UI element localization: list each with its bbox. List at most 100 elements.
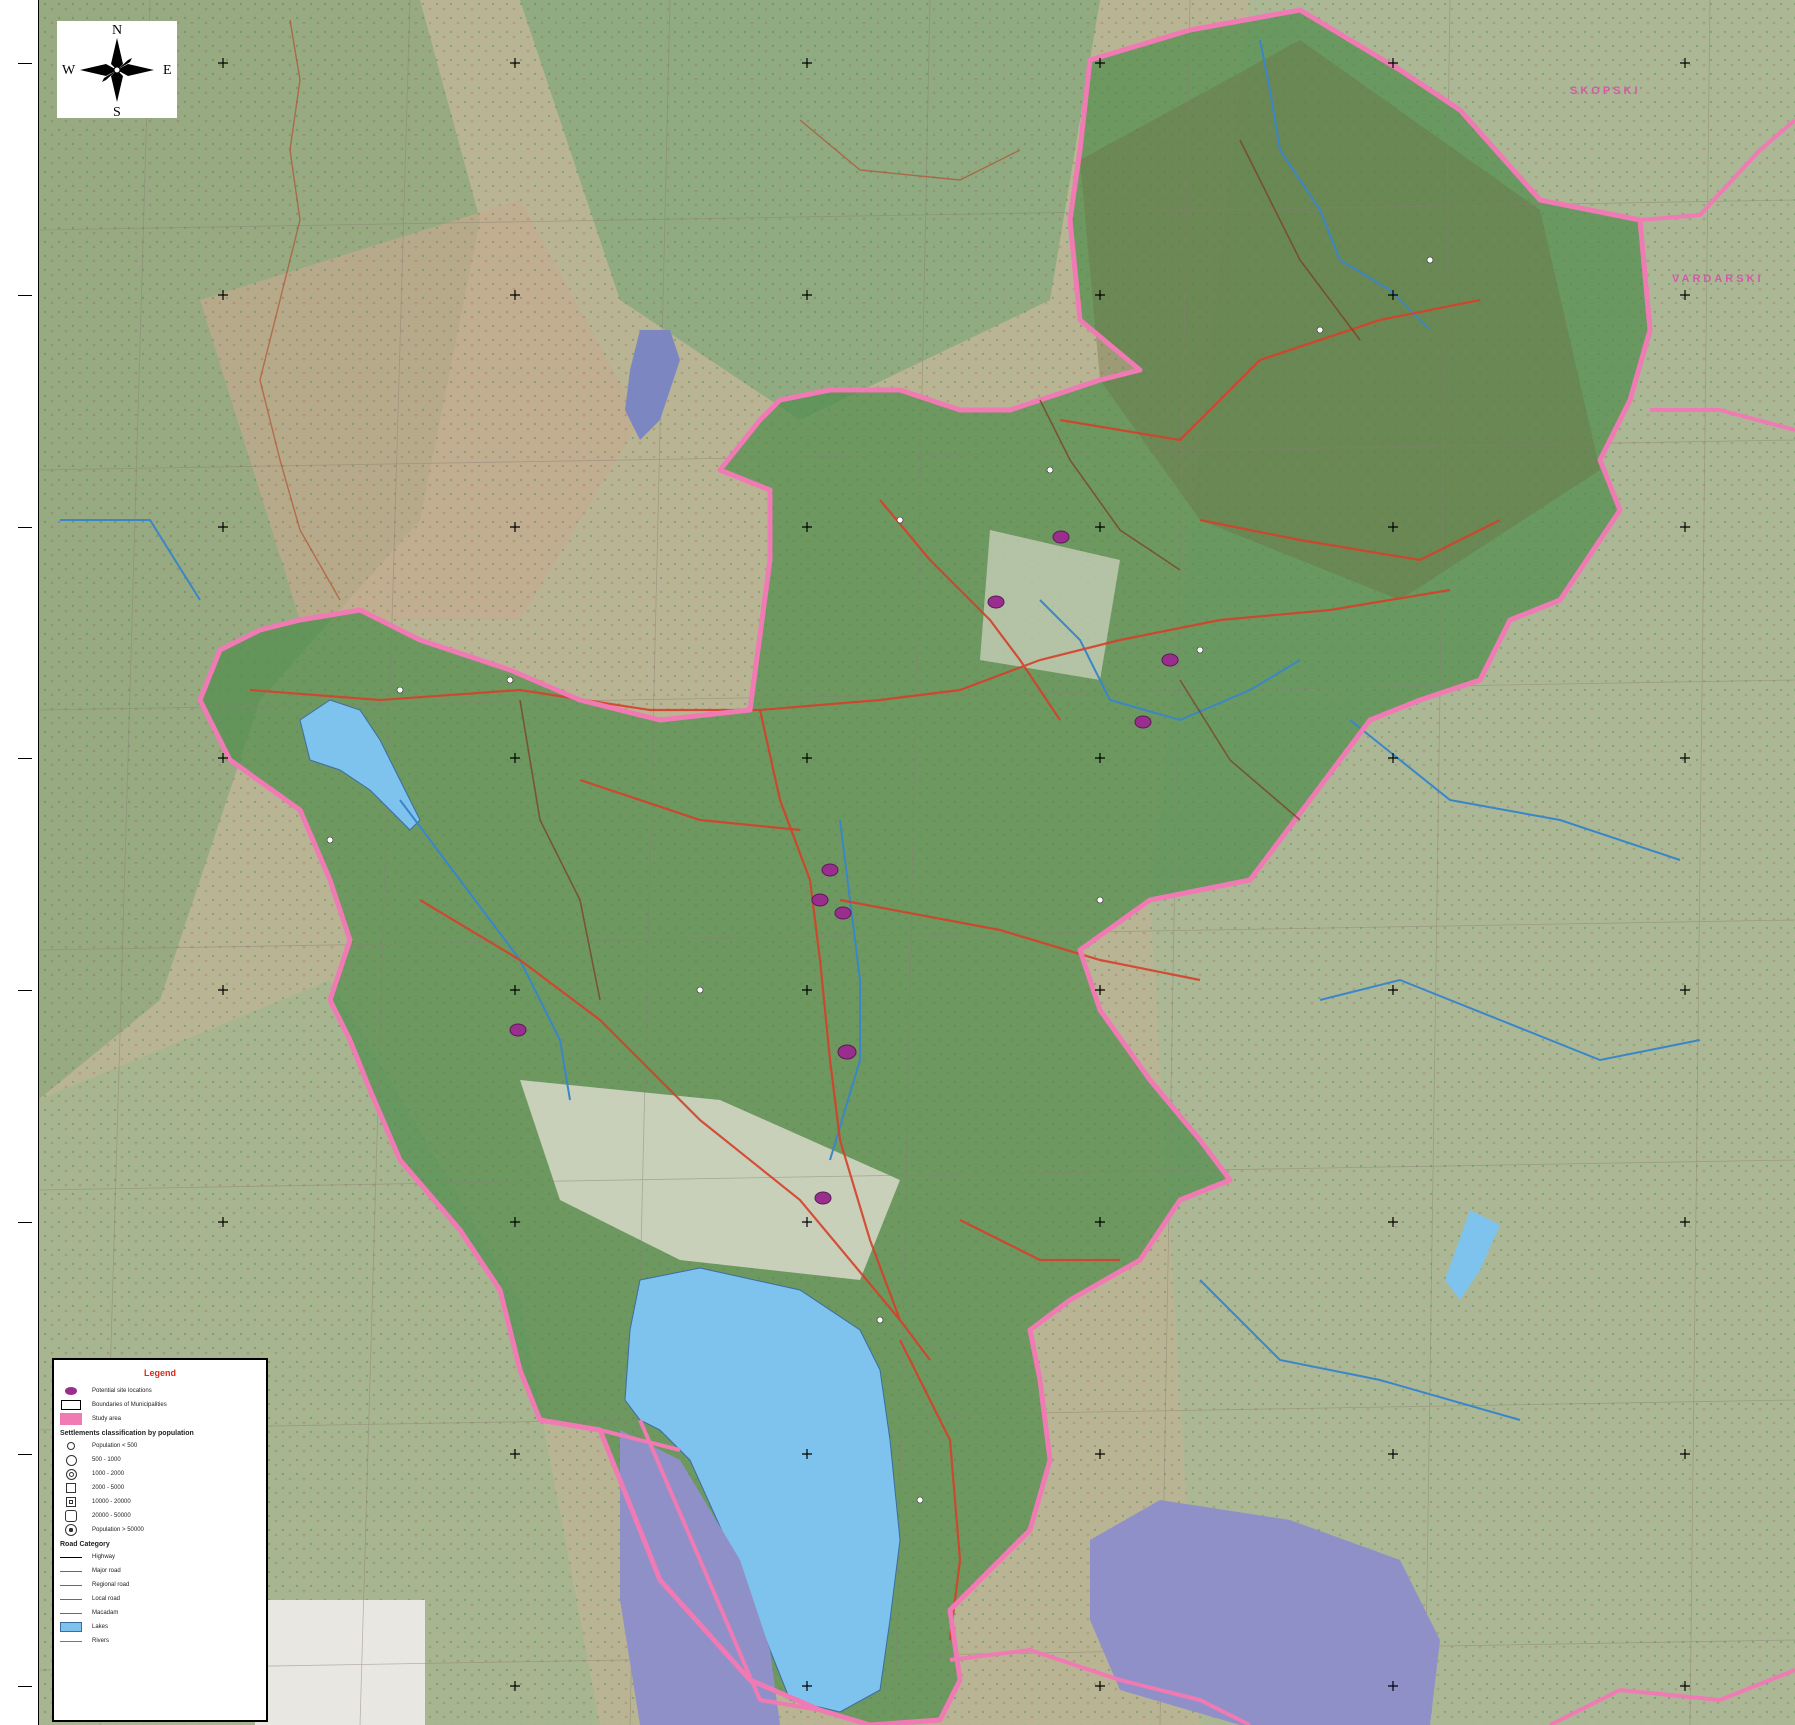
compass-rose: N S W E [57,21,177,120]
settlement-swatch [65,1510,77,1522]
settlement-swatch [66,1497,76,1507]
compass-west-label: W [62,63,76,78]
major-road-swatch [60,1570,82,1572]
legend-settlement-label: 20000 - 50000 [92,1513,131,1519]
map-legend: Legend Potential site locations Boundari… [52,1358,268,1722]
legend-settlement-label: 10000 - 20000 [92,1499,131,1505]
legend-settlement-row: 2000 - 5000 [60,1481,266,1495]
legend-item-sites: Potential site locations [60,1384,266,1398]
site-marker [834,906,852,920]
legend-settlements-heading: Settlements classification by population [60,1430,194,1437]
site-marker [821,863,839,877]
site-marker [814,1191,832,1205]
legend-water-row: Lakes [60,1620,266,1634]
compass-south-label: S [113,105,121,120]
lake-reservoir-west[interactable] [299,699,421,831]
settlements [326,256,1434,1504]
study-area-highlands [1080,40,1600,600]
lake-reservoir-north[interactable] [625,330,680,440]
legend-road-label: Major road [92,1568,121,1574]
legend-settlement-label: 500 - 1000 [92,1457,121,1463]
frame-tick [18,990,32,991]
regional-road-swatch [60,1584,82,1586]
settlement-swatch [65,1524,77,1536]
legend-road-label: Macadam [92,1610,119,1616]
study-area-lowland-north [980,530,1120,680]
lake-reservoir-east[interactable] [1445,1210,1500,1300]
site-marker [509,1023,527,1037]
frame-tick [18,1222,32,1223]
compass-east-label: E [163,63,172,78]
legend-settlement-row: Population > 50000 [60,1523,266,1537]
frame-tick [18,63,32,64]
legend-settlement-row: 20000 - 50000 [60,1509,266,1523]
study-area-fill [200,10,1650,1725]
legend-item-study-area: Study area [60,1412,266,1426]
frame-tick [18,1686,32,1687]
macadam-swatch [60,1612,82,1614]
site-marker [1052,530,1070,544]
legend-settlement-row: 1000 - 2000 [60,1467,266,1481]
municipal-boundary-swatch [61,1400,81,1410]
legend-road-row: Major road [60,1564,266,1578]
legend-settlement-row: 500 - 1000 [60,1453,266,1467]
site-marker [987,595,1005,609]
legend-item-label: Study area [92,1416,122,1422]
legend-road-label: Regional road [92,1582,130,1588]
frame-tick [18,295,32,296]
potential-sites[interactable] [509,530,1179,1205]
compass-north-label: N [112,23,122,38]
study-area-boundary[interactable] [197,7,1653,1725]
legend-water-row: Rivers [60,1634,266,1648]
legend-item-municipal-boundaries: Boundaries of Municipalities [60,1398,266,1412]
legend-item-label: Boundaries of Municipalities [92,1402,167,1408]
municipal-boundaries [519,139,1361,1001]
settlement-swatch [67,1442,75,1450]
legend-title: Legend [143,1368,176,1378]
neighbor-boundaries [599,118,1795,1725]
legend-water-label: Lakes [92,1624,109,1630]
settlement-swatch [66,1483,76,1493]
region-label-vardarski: VARDARSKI [1672,273,1764,285]
frame-tick [18,527,32,528]
map-frame-left-margin [0,0,39,1725]
highway-swatch [60,1556,82,1558]
unmapped-area [255,1600,425,1725]
river-swatch [60,1640,82,1642]
grid-markers [218,58,1690,1691]
legend-road-row: Local road [60,1592,266,1606]
lake-southeast [1090,1500,1440,1725]
road-network [249,298,1501,1641]
region-label-skopski: SKOPSKI [1570,85,1641,97]
legend-road-row: Highway [60,1550,266,1564]
legend-settlement-label: Population > 50000 [92,1527,144,1533]
settlement-swatch [65,1468,77,1480]
site-marker [837,1044,857,1060]
site-marker [1161,653,1179,667]
legend-item-label: Potential site locations [92,1388,152,1394]
study-area-swatch [60,1413,82,1425]
legend-road-row: Macadam [60,1606,266,1620]
settlement-swatch [65,1454,77,1466]
roads-outside-boundary [259,19,1021,601]
legend-road-label: Local road [92,1596,121,1602]
legend-water-label: Rivers [92,1638,110,1644]
legend-settlement-row: Population < 500 [60,1439,266,1453]
site-marker-swatch [65,1387,77,1395]
frame-tick [18,758,32,759]
site-marker [811,893,829,907]
legend-road-label: Highway [92,1554,116,1560]
local-road-swatch [60,1598,82,1600]
legend-settlement-label: 2000 - 5000 [92,1485,125,1491]
site-marker [1134,715,1152,729]
legend-settlement-label: 1000 - 2000 [92,1471,125,1477]
legend-settlement-label: Population < 500 [92,1443,138,1449]
lake-swatch [60,1622,82,1632]
study-area-lowland [520,1080,900,1280]
legend-roads-heading: Road Category [60,1541,110,1548]
frame-tick [18,1454,32,1455]
legend-road-row: Regional road [60,1578,266,1592]
legend-settlement-row: 10000 - 20000 [60,1495,266,1509]
